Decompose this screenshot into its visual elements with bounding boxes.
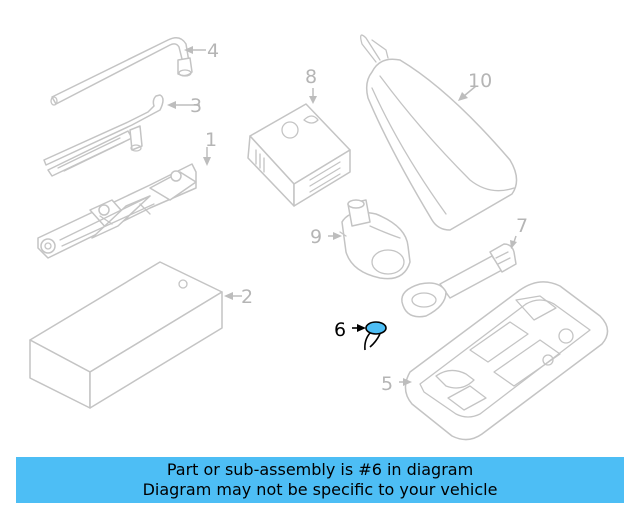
tool-bag bbox=[360, 34, 518, 231]
lug-wrench bbox=[50, 37, 193, 106]
scissor-jack bbox=[37, 163, 197, 259]
callout-5: 5 bbox=[381, 373, 393, 395]
highlighted-part-6 bbox=[364, 321, 387, 351]
callout-4: 4 bbox=[207, 40, 219, 62]
foam-tray bbox=[404, 281, 609, 441]
banner-line-1: Part or sub-assembly is #6 in diagram bbox=[166, 460, 474, 479]
callout-1: 1 bbox=[205, 129, 217, 151]
info-banner: Part or sub-assembly is #6 in diagram Di… bbox=[16, 457, 624, 503]
callout-2: 2 bbox=[241, 286, 253, 308]
callout-6: 6 bbox=[334, 319, 346, 341]
parts-diagram: 4 3 1 2 bbox=[29, 34, 609, 441]
air-compressor bbox=[247, 103, 351, 207]
callout-3: 3 bbox=[190, 95, 202, 117]
callout-8: 8 bbox=[305, 66, 317, 88]
tow-eye bbox=[401, 243, 517, 318]
sealant-bottle bbox=[339, 199, 411, 280]
callout-9: 9 bbox=[310, 226, 322, 248]
callout-10: 10 bbox=[468, 70, 492, 92]
callout-7: 7 bbox=[516, 215, 528, 237]
jack-handle bbox=[43, 94, 164, 177]
banner-line-2: Diagram may not be specific to your vehi… bbox=[142, 480, 498, 499]
storage-box bbox=[29, 261, 223, 409]
